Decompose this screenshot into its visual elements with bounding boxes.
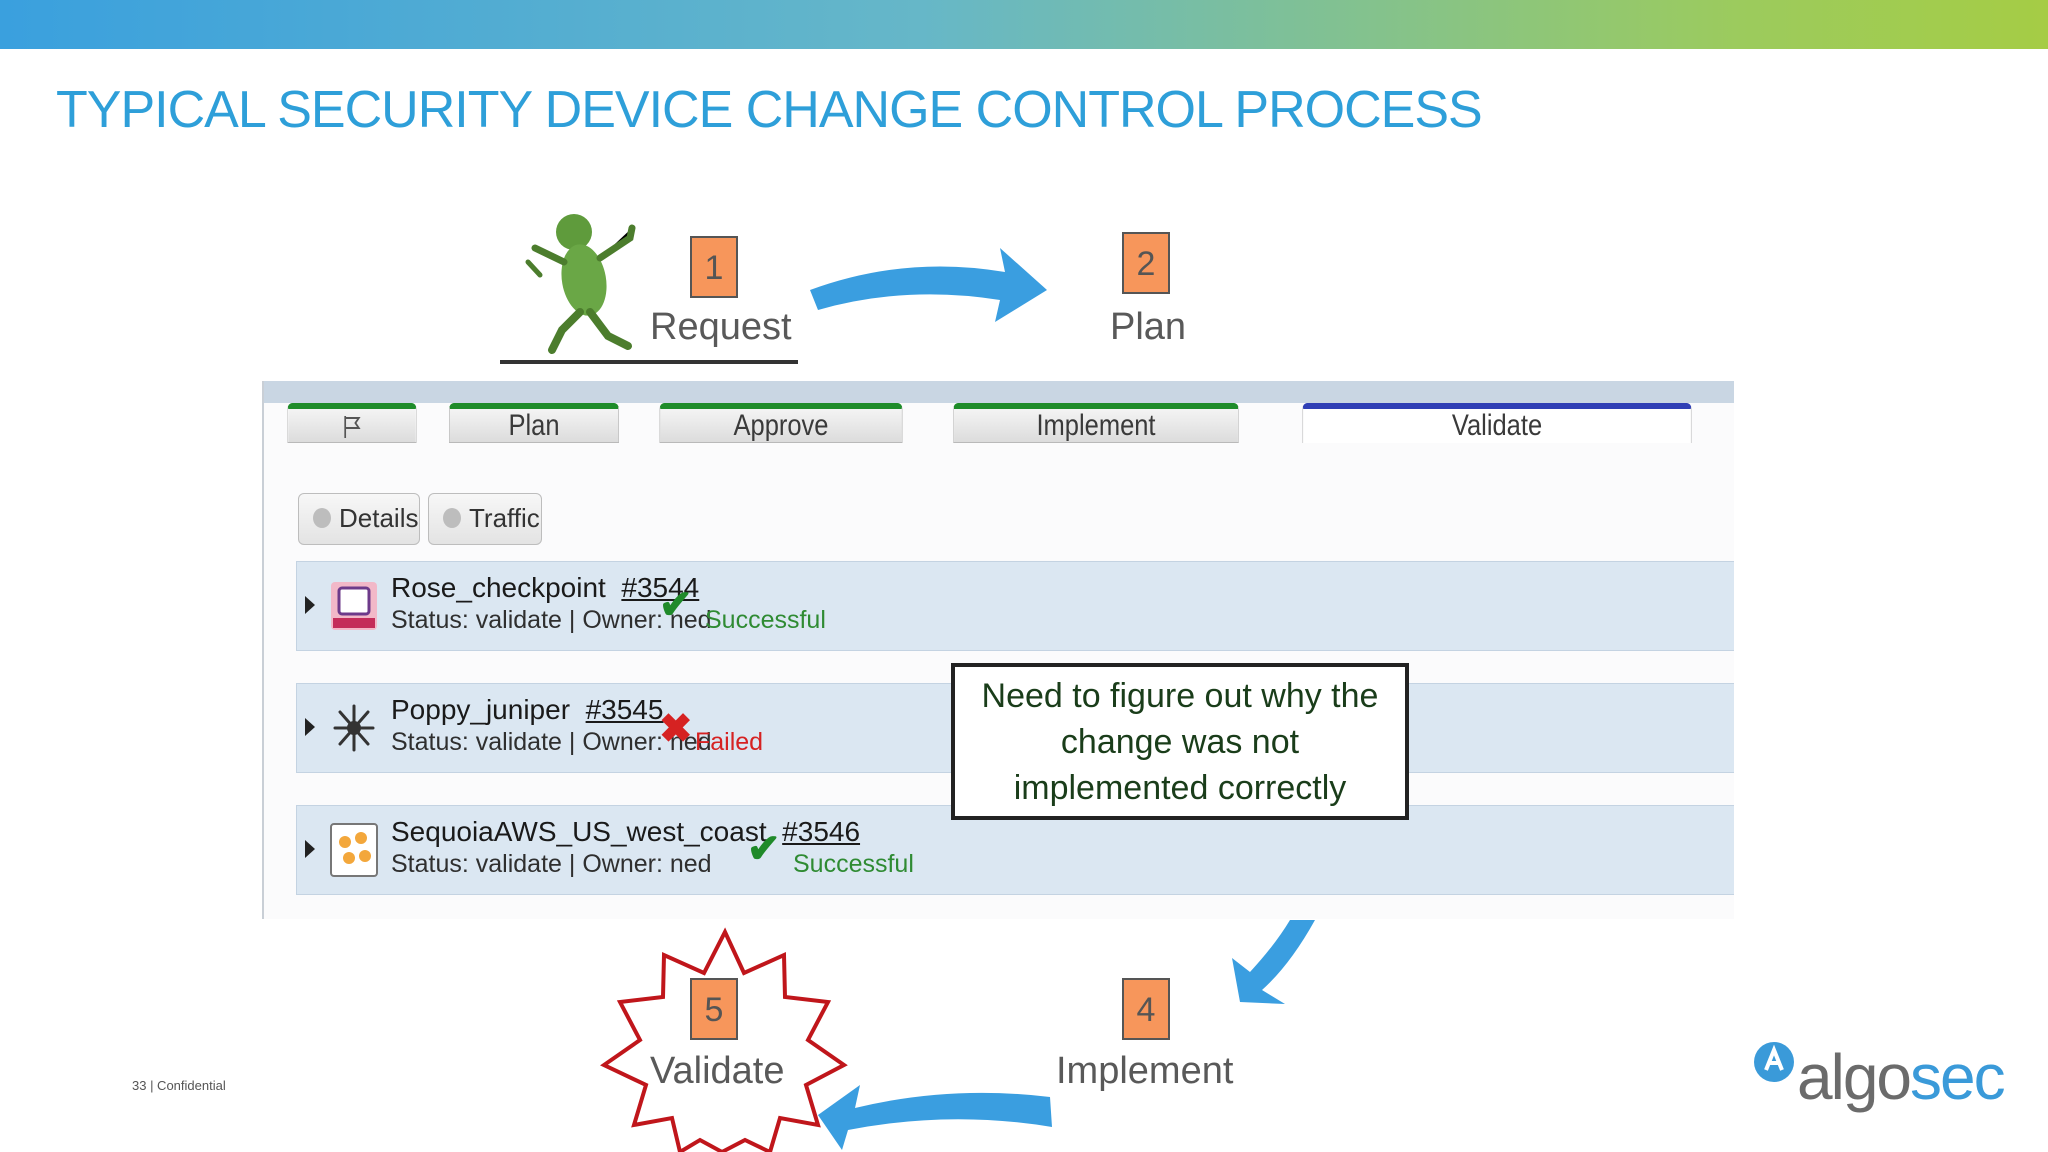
row-result: Successful	[793, 850, 914, 878]
check-icon: ✔	[659, 583, 693, 627]
row-result: Failed	[695, 728, 764, 756]
expand-caret-icon[interactable]	[305, 840, 315, 858]
table-row[interactable]: SequoiaAWS_US_west_coast #3546 Status: v…	[296, 805, 1734, 895]
top-gradient-bar	[0, 0, 2048, 49]
tab-validate[interactable]: Validate	[1302, 403, 1692, 443]
traffic-button[interactable]: Traffic	[428, 493, 542, 545]
tab-implement[interactable]: Implement	[953, 403, 1239, 443]
algosec-logo-text: algosec	[1797, 1041, 2006, 1113]
step-1-label: Request	[650, 306, 792, 348]
arrow-implement-to-validate	[818, 1085, 1052, 1150]
request-id-link[interactable]: #3544	[621, 572, 700, 603]
juniper-device-icon	[333, 704, 375, 752]
step-5-number: 5	[690, 978, 738, 1040]
checkpoint-device-icon	[331, 582, 377, 630]
arrow-plan-to-implement	[1232, 920, 1315, 1004]
slide-title: TYPICAL SECURITY DEVICE CHANGE CONTROL P…	[56, 81, 1483, 139]
screenshot-top-strip	[264, 381, 1734, 403]
details-label: Details	[339, 503, 419, 533]
row-status: Status: validate | Owner: ned	[391, 606, 712, 634]
row-status: Status: validate | Owner: ned	[391, 728, 712, 756]
traffic-dot-icon	[443, 508, 461, 528]
row-result: Successful	[705, 606, 826, 634]
details-button[interactable]: Details	[298, 493, 420, 545]
slide-footer: 33 | Confidential	[132, 1078, 226, 1093]
device-name: Poppy_juniper #3545	[391, 694, 664, 725]
device-name: Rose_checkpoint #3544	[391, 572, 700, 603]
expand-caret-icon[interactable]	[305, 718, 315, 736]
failed-x-icon: ✖	[659, 707, 693, 751]
request-id-link[interactable]: #3545	[585, 694, 664, 725]
traffic-label: Traffic	[469, 503, 540, 533]
step-1-number: 1	[690, 236, 738, 298]
tab-flag[interactable]	[287, 403, 417, 443]
tab-approve[interactable]: Approve	[659, 403, 903, 443]
callout-line-2: change was not	[1060, 723, 1300, 761]
step-4-number: 4	[1122, 978, 1170, 1040]
step-2-label: Plan	[1110, 306, 1187, 348]
step-5-label: Validate	[650, 1050, 785, 1092]
step-4-label: Implement	[1056, 1050, 1234, 1092]
check-icon: ✔	[747, 827, 781, 871]
table-row[interactable]: Rose_checkpoint #3544 Status: validate |…	[296, 561, 1734, 651]
device-name: SequoiaAWS_US_west_coast #3546	[391, 816, 861, 847]
callout-line-3: implemented correctly	[1013, 769, 1347, 807]
row-status: Status: validate | Owner: ned	[391, 850, 712, 878]
flag-icon	[344, 416, 361, 439]
change-request-screenshot: Plan Approve Implement Validate Details …	[262, 381, 1734, 919]
arrow-request-to-plan	[810, 248, 1047, 322]
callout-box: Need to figure out why the change was no…	[951, 663, 1409, 820]
callout-line-1: Need to figure out why the	[981, 677, 1379, 715]
tab-plan[interactable]: Plan	[449, 403, 619, 443]
request-id-link[interactable]: #3546	[782, 816, 861, 847]
step-2-number: 2	[1122, 232, 1170, 294]
expand-caret-icon[interactable]	[305, 596, 315, 614]
algosec-logo-icon	[1754, 1042, 1794, 1082]
request-underline	[500, 360, 798, 364]
aws-device-icon	[330, 823, 378, 877]
details-dot-icon	[313, 508, 331, 528]
validate-starburst	[600, 927, 848, 1152]
